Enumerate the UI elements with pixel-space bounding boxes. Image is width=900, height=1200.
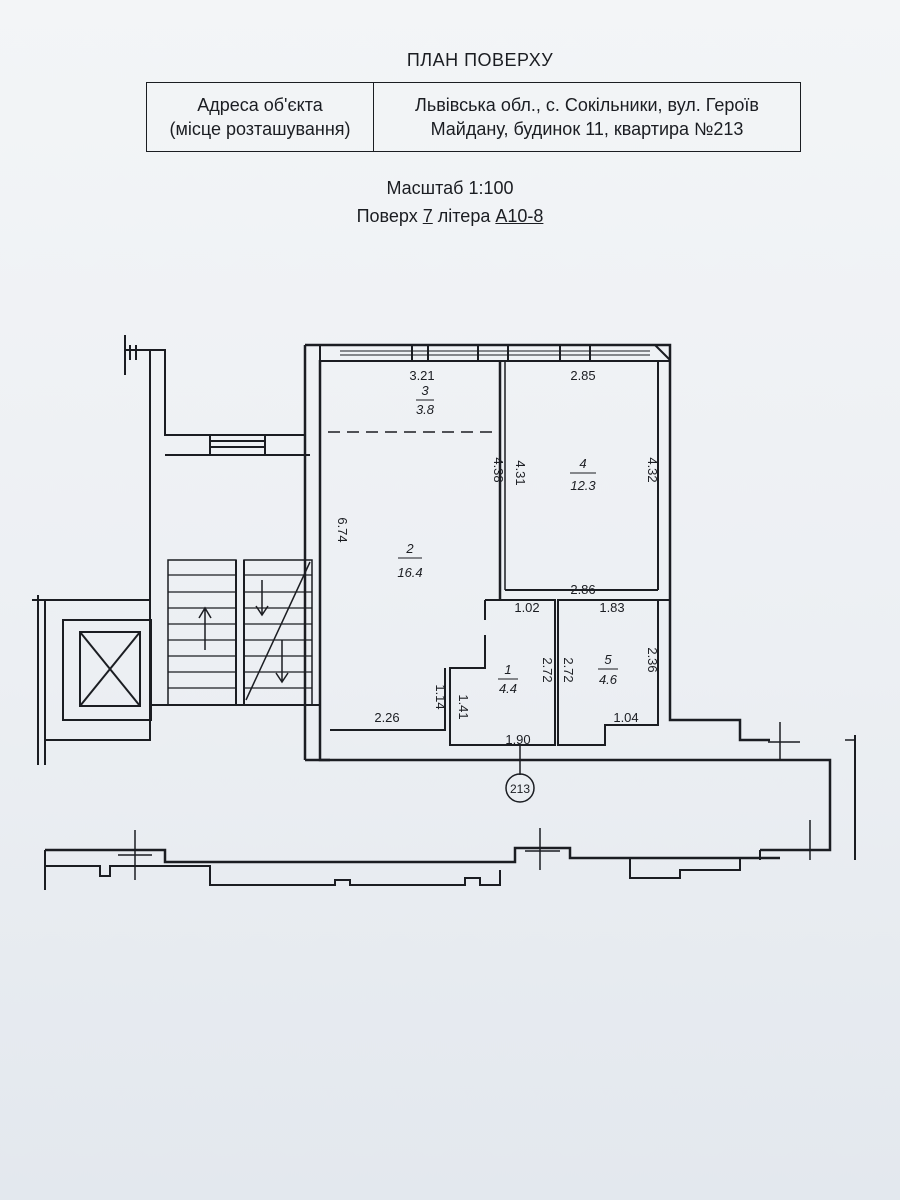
address-value-line1: Львівська обл., с. Сокільники, вул. Геро…: [415, 95, 759, 115]
floor-line: Поверх 7 літера А10-8: [0, 206, 900, 227]
dim-4-32: 4.32: [645, 457, 660, 482]
corridor-wall: [570, 758, 832, 852]
plan-title: ПЛАН ПОВЕРХУ: [406, 50, 554, 70]
dim-2-85: 2.85: [570, 368, 595, 383]
room-1-area: 4.4: [499, 681, 517, 696]
address-value-cell: Львівська обл., с. Сокільники, вул. Геро…: [374, 83, 800, 151]
dim-1-14: 1.14: [433, 684, 448, 709]
stair-arrow-down: [255, 580, 269, 617]
apartment-marker-label: 213: [510, 782, 530, 796]
address-value-line2: Майдану, будинок 11, квартира №213: [430, 119, 744, 139]
stair-block-wall: [150, 345, 306, 436]
litera-value: А10-8: [495, 206, 544, 226]
room-1-number: 1: [504, 662, 511, 677]
lower-building-wall: [45, 846, 780, 864]
dim-2-72-right: 2.72: [561, 657, 576, 682]
room-1-wall: [449, 599, 556, 746]
stair-arrow-up: [198, 606, 212, 650]
dim-4-31: 4.31: [513, 460, 528, 485]
dim-1-02: 1.02: [514, 600, 539, 615]
room-5-number: 5: [604, 652, 612, 667]
floor-prefix: Поверх: [356, 206, 418, 226]
dim-2-72-left: 2.72: [540, 657, 555, 682]
room-4-number: 4: [579, 456, 586, 471]
top-window-strip: [319, 344, 671, 362]
dim-1-90: 1.90: [505, 732, 530, 747]
address-label-line2: (місце розташування): [169, 119, 351, 139]
room-3-area: 3.8: [416, 402, 435, 417]
stair-window: [209, 434, 266, 456]
dim-1-04: 1.04: [613, 710, 638, 725]
room-4-area: 12.3: [570, 478, 596, 493]
address-table: Адреса об'єкта (місце розташування) Льві…: [146, 82, 801, 152]
stair-flight-left: [167, 559, 237, 706]
room-2-number: 2: [405, 541, 414, 556]
dim-6-74: 6.74: [335, 517, 350, 542]
dim-3-21: 3.21: [409, 368, 434, 383]
room-3-number: 3: [421, 383, 429, 398]
dim-2-36: 2.36: [645, 647, 660, 672]
dim-4-38: 4.38: [491, 457, 506, 482]
room-5-area: 4.6: [599, 672, 618, 687]
apartment-outer-wall: [305, 343, 770, 742]
elevator-shaft-wall: [44, 599, 151, 741]
dim-2-86: 2.86: [570, 582, 595, 597]
apartment-marker-circle: [505, 773, 535, 803]
dim-1-41: 1.41: [456, 694, 471, 719]
scale-label: Масштаб 1:100: [386, 178, 514, 198]
room-2-area: 16.4: [397, 565, 422, 580]
address-label-line1: Адреса об'єкта: [197, 95, 323, 115]
dim-1-83: 1.83: [599, 600, 624, 615]
dim-2-26: 2.26: [374, 710, 399, 725]
litera-label: літера: [437, 206, 491, 226]
floor-number: 7: [422, 206, 433, 226]
address-label-cell: Адреса об'єкта (місце розташування): [147, 83, 374, 151]
